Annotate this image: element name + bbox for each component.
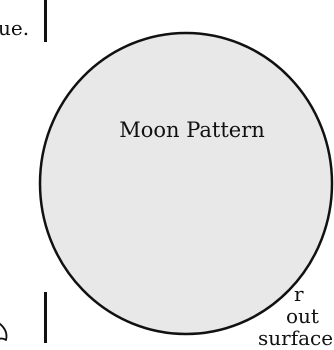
curl-line-icon xyxy=(0,318,14,343)
text-fragment-top-left: ue. xyxy=(0,18,29,38)
moon-pattern-label: Moon Pattern xyxy=(82,118,302,142)
moon-pattern-circle xyxy=(38,31,334,336)
